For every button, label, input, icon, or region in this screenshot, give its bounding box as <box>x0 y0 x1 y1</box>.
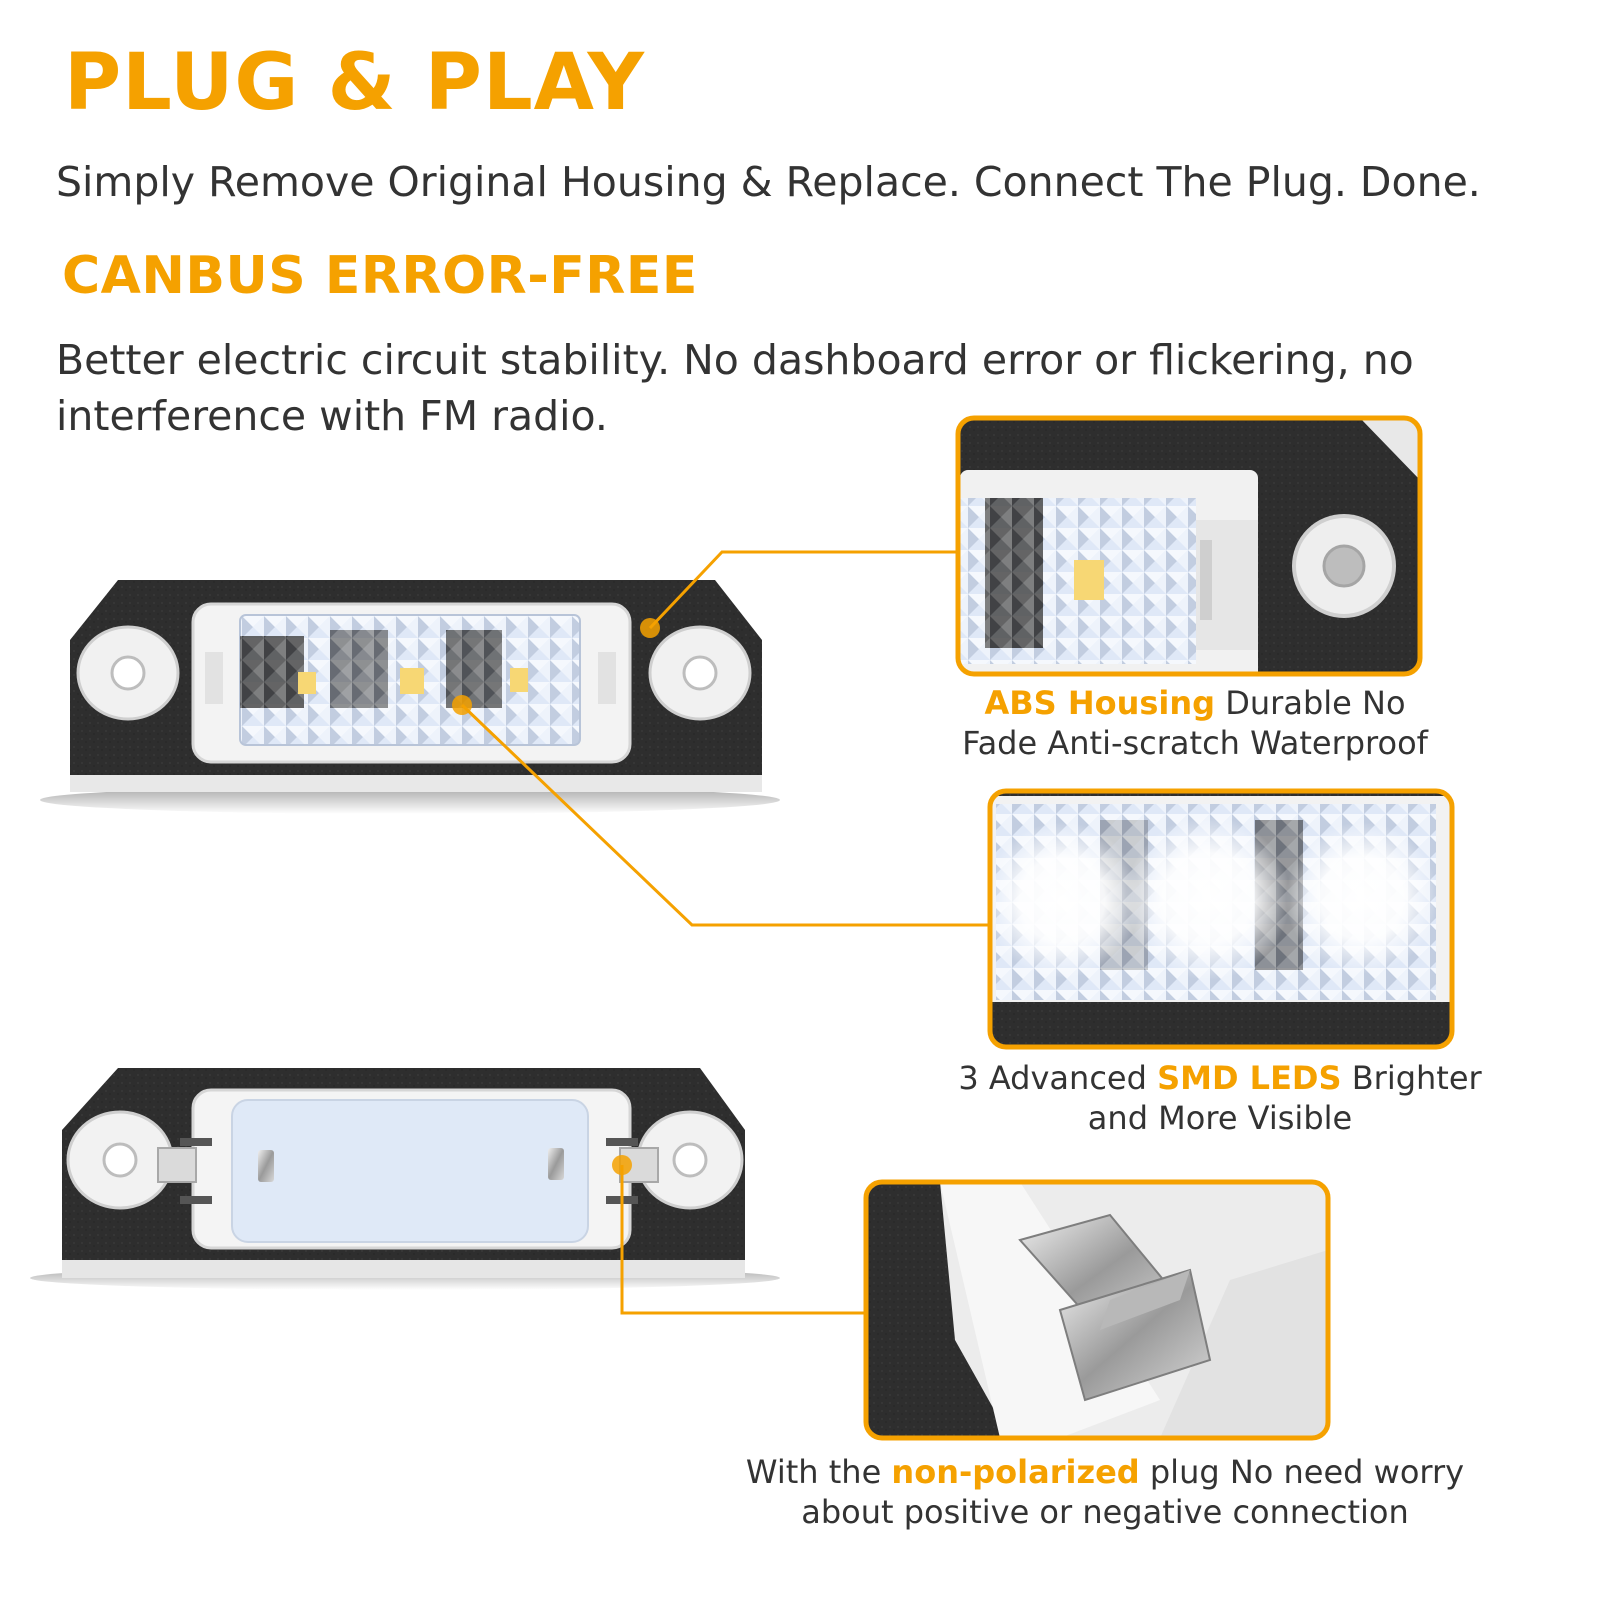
caption-abs-housing: ABS Housing Durable No Fade Anti-scratch… <box>950 683 1440 763</box>
caption-highlight: non-polarized <box>891 1453 1140 1491</box>
caption-after: plug No need worry about positive or neg… <box>801 1453 1465 1531</box>
connector-dot-smd <box>452 695 472 715</box>
product-back-photo <box>30 1068 780 1290</box>
feature-text: Better electric circuit stability. No da… <box>56 336 1414 440</box>
caption-non-polarized-plug: With the non-polarized plug No need worr… <box>720 1452 1490 1532</box>
connector-dot-plug <box>612 1155 632 1175</box>
inset-abs-housing <box>955 415 1423 677</box>
callout-connectors <box>460 550 990 1315</box>
caption-before: With the <box>745 1453 892 1491</box>
connector-line-plug <box>620 1165 866 1315</box>
main-subtitle: Simply Remove Original Housing & Replace… <box>56 158 1481 206</box>
caption-highlight: ABS Housing <box>984 684 1216 722</box>
caption-before: 3 Advanced <box>958 1059 1158 1097</box>
connector-line-smd <box>460 703 990 927</box>
product-front-photo <box>40 580 780 814</box>
feature-title: CANBUS ERROR-FREE <box>62 246 698 306</box>
mount-hole-left <box>76 625 180 721</box>
inset-non-polarized-plug <box>863 1179 1331 1441</box>
inset-smd-leds <box>987 788 1455 1050</box>
connector-line-abs <box>648 550 958 630</box>
caption-after: Brighter and More Visible <box>1087 1059 1482 1137</box>
caption-highlight: SMD LEDS <box>1157 1059 1342 1097</box>
caption-after: Durable No Fade Anti-scratch Waterproof <box>962 684 1428 762</box>
connector-dot-abs <box>640 618 660 638</box>
main-title: PLUG & PLAY <box>64 38 646 128</box>
caption-smd-leds: 3 Advanced SMD LEDS Brighter and More Vi… <box>950 1058 1490 1138</box>
mount-hole-right <box>648 625 752 721</box>
